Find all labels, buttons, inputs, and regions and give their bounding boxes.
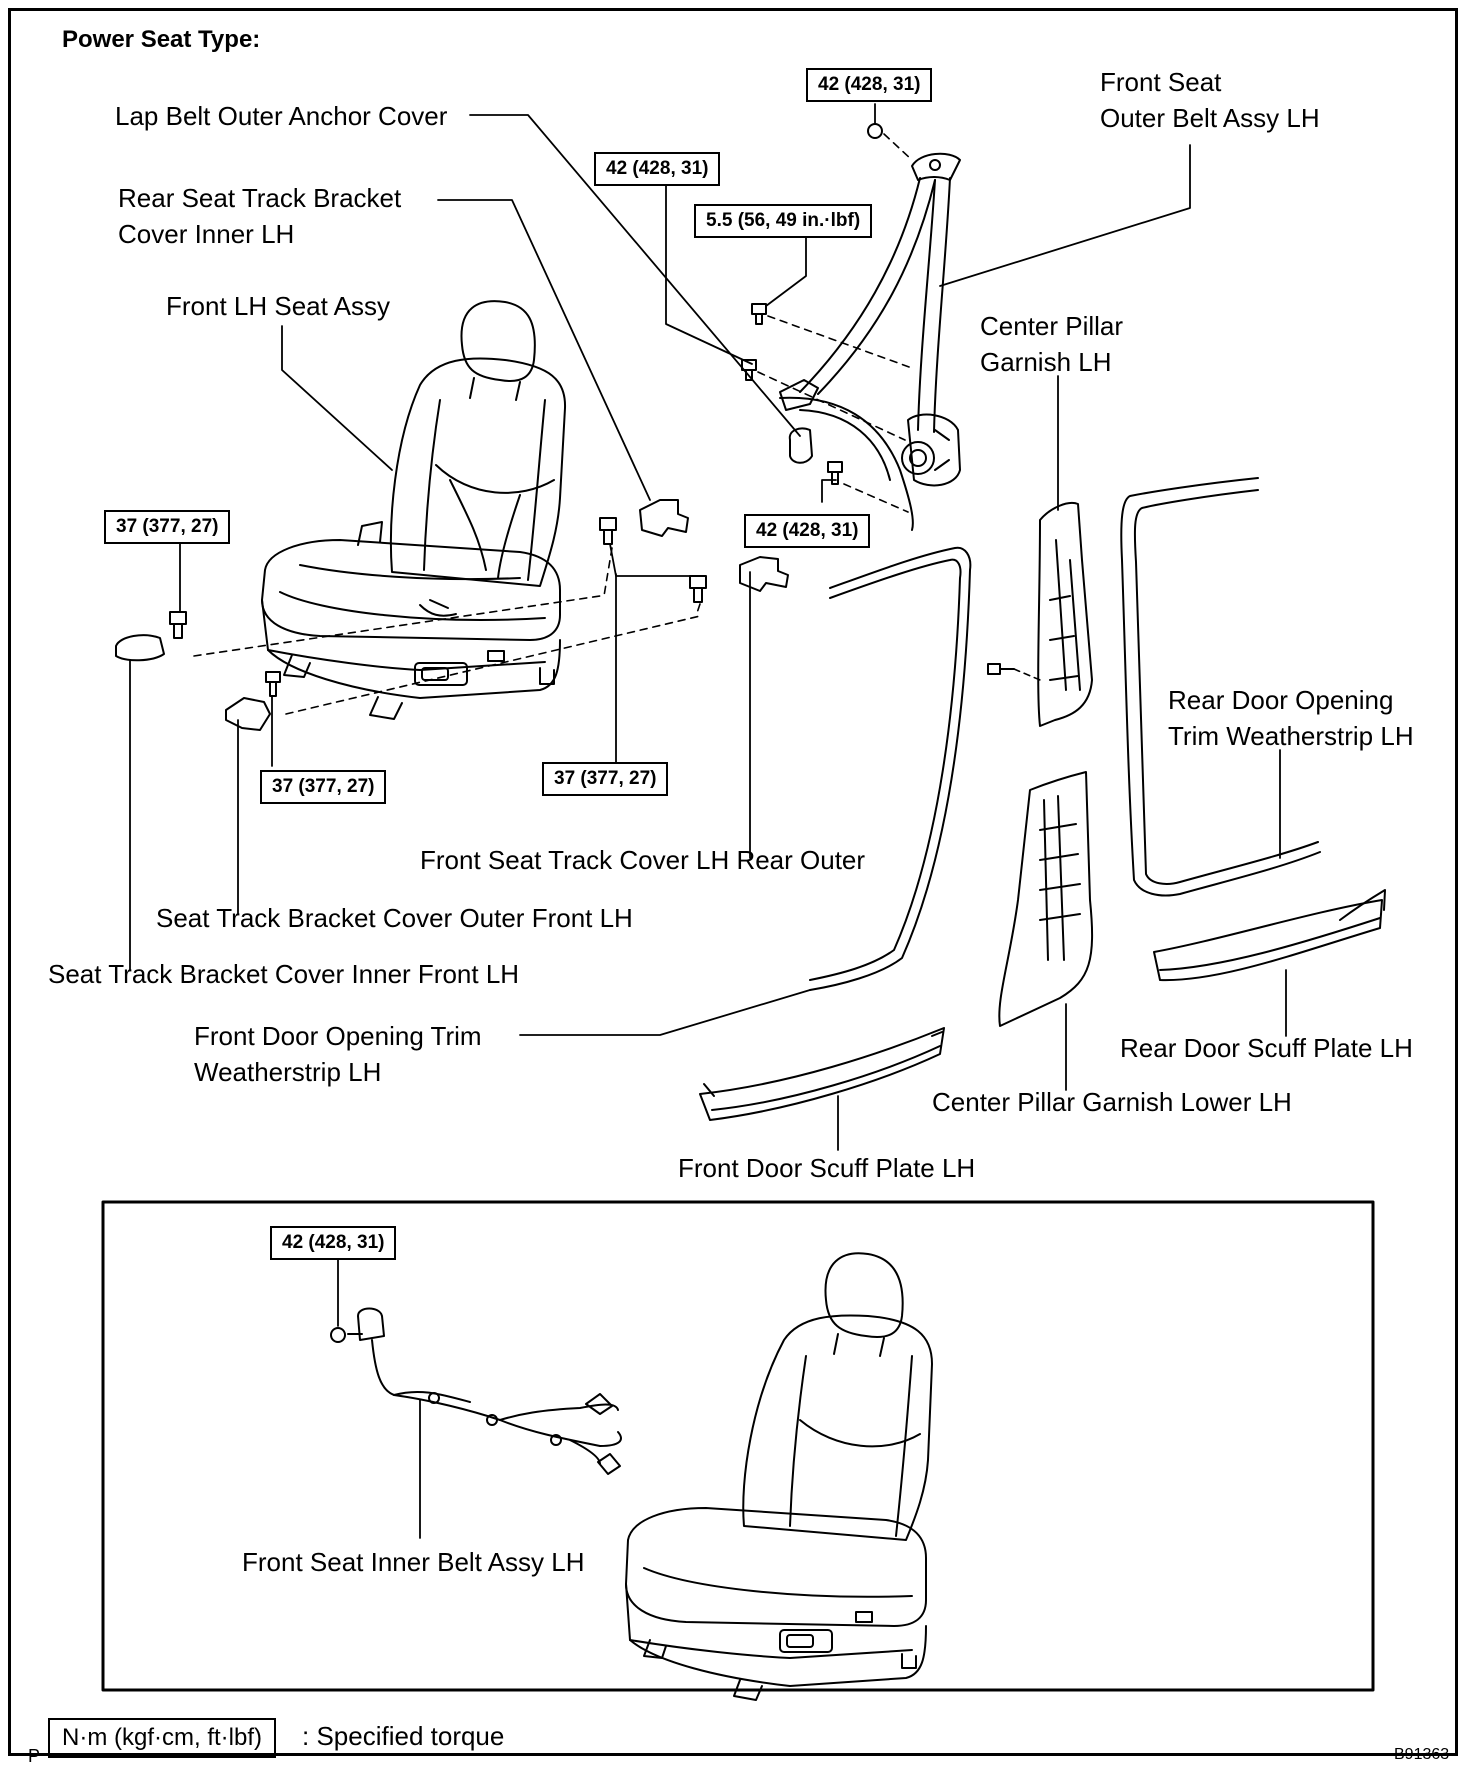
scuff-plates bbox=[699, 889, 1386, 1121]
torque-box-seat-front-left: 37 (377, 27) bbox=[104, 510, 231, 544]
label-front-lh-seat-assy: Front LH Seat Assy bbox=[166, 291, 390, 321]
diagram-title: Power Seat Type: bbox=[62, 26, 261, 53]
torque-box-guide-bolt: 5.5 (56, 49 in.·lbf) bbox=[694, 204, 873, 238]
center-pillar-garnishes bbox=[987, 502, 1094, 1027]
torque-box-inner-belt: 42 (428, 31) bbox=[270, 1226, 397, 1260]
figure-code: B91363 bbox=[1394, 1746, 1450, 1763]
label-center-pillar-garnish-lower: Center Pillar Garnish Lower LH bbox=[932, 1087, 1292, 1117]
torque-box-lower-anchor: 42 (428, 31) bbox=[744, 514, 871, 548]
inner-belt-drawing bbox=[330, 1307, 622, 1475]
label-front-door-scuff-plate: Front Door Scuff Plate LH bbox=[678, 1153, 976, 1183]
torque-box-seat-rear: 37 (377, 27) bbox=[542, 762, 669, 796]
seat-covers-and-bolts bbox=[115, 499, 789, 731]
label-lap-belt-outer-anchor-cover: Lap Belt Outer Anchor Cover bbox=[115, 101, 448, 131]
label-front-door-opening-line1: Front Door Opening Trim bbox=[194, 1021, 482, 1051]
diagram-frame bbox=[8, 8, 1458, 1756]
label-center-pillar-garnish-line1: Center Pillar bbox=[980, 311, 1124, 341]
inset-seat-drawing bbox=[625, 1252, 933, 1701]
label-front-seat-inner-belt: Front Seat Inner Belt Assy LH bbox=[242, 1547, 585, 1577]
outer-belt-drawing bbox=[741, 123, 961, 531]
front-lh-seat-drawing bbox=[261, 300, 567, 720]
legend-description: : Specified torque bbox=[302, 1721, 505, 1751]
label-center-pillar-garnish-line2: Garnish LH bbox=[980, 347, 1112, 377]
label-rear-door-opening-line2: Trim Weatherstrip LH bbox=[1168, 721, 1414, 751]
label-front-seat-track-cover-rear-outer: Front Seat Track Cover LH Rear Outer bbox=[420, 845, 866, 875]
label-rear-seat-track-bracket-line2: Cover Inner LH bbox=[118, 219, 295, 249]
legend-unit-box: N·m (kgf·cm, ft·lbf) bbox=[48, 1718, 276, 1758]
weatherstrips bbox=[809, 477, 1321, 991]
label-rear-door-opening-line1: Rear Door Opening bbox=[1168, 685, 1394, 715]
label-rear-door-scuff-plate: Rear Door Scuff Plate LH bbox=[1120, 1033, 1413, 1063]
inset-frame bbox=[101, 1200, 1375, 1692]
label-front-seat-outer-belt-line1: Front Seat bbox=[1100, 67, 1222, 97]
leader-lines bbox=[129, 103, 1287, 1539]
torque-box-middle-anchor: 42 (428, 31) bbox=[594, 152, 721, 186]
torque-box-upper-anchor: 42 (428, 31) bbox=[806, 68, 933, 102]
torque-box-seat-front-right: 37 (377, 27) bbox=[260, 770, 387, 804]
label-front-door-opening-line2: Weatherstrip LH bbox=[194, 1057, 382, 1087]
legend-prefix: P bbox=[28, 1746, 41, 1766]
label-seat-track-bracket-cover-outer-front: Seat Track Bracket Cover Outer Front LH bbox=[156, 903, 633, 933]
label-front-seat-outer-belt-line2: Outer Belt Assy LH bbox=[1100, 103, 1320, 133]
label-seat-track-bracket-cover-inner-front: Seat Track Bracket Cover Inner Front LH bbox=[48, 959, 520, 989]
label-rear-seat-track-bracket-line1: Rear Seat Track Bracket bbox=[118, 183, 402, 213]
